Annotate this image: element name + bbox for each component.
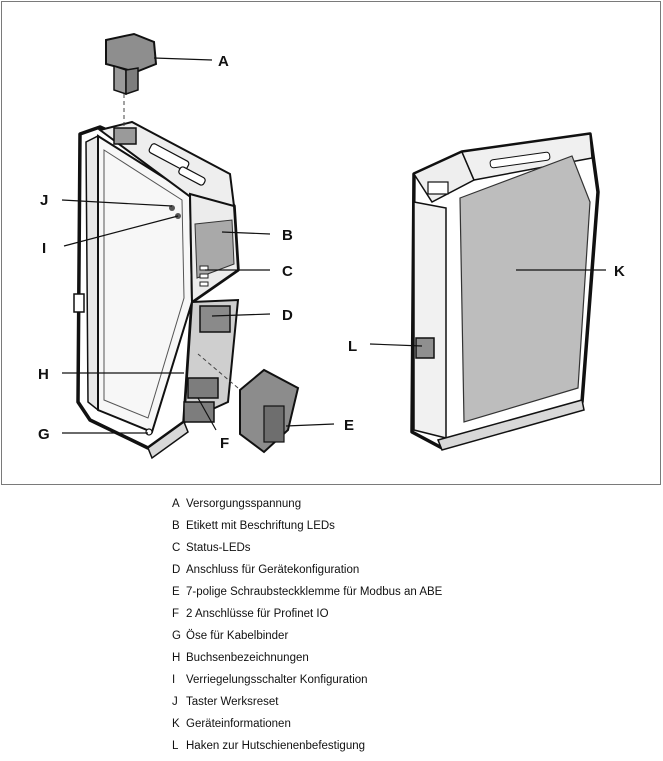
legend-item: A Versorgungsspannung — [172, 498, 301, 518]
legend-item: J Taster Werksreset — [172, 696, 278, 716]
legend-item: I Verriegelungsschalter Konfiguration — [172, 674, 368, 694]
callout-J: J — [40, 192, 48, 209]
callout-F: F — [220, 435, 229, 452]
callout-C: C — [282, 263, 293, 280]
legend-key: J — [172, 696, 178, 708]
legend-text: Verriegelungsschalter Konfiguration — [186, 674, 368, 686]
legend-text: Etikett mit Beschriftung LEDs — [186, 520, 335, 532]
legend-item: K Geräteinformationen — [172, 718, 291, 738]
legend-text: 2 Anschlüsse für Profinet IO — [186, 608, 329, 620]
legend-key: H — [172, 652, 181, 664]
callout-E: E — [344, 417, 354, 434]
legend-text: Versorgungsspannung — [186, 498, 302, 510]
legend-key: K — [172, 718, 180, 730]
legend-item: F 2 Anschlüsse für Profinet IO — [172, 608, 329, 628]
legend-key: A — [172, 498, 180, 510]
callout-B: B — [282, 227, 293, 244]
callout-I: I — [42, 240, 46, 257]
modbus-connector — [197, 353, 300, 454]
legend-text: Haken zur Hutschienenbefestigung — [186, 740, 366, 752]
callout-A: A — [218, 53, 229, 70]
front-device — [73, 120, 240, 460]
legend-item: G Öse für Kabelbinder — [172, 630, 288, 650]
device-drawing: A B C D E F G H I J K L — [38, 32, 625, 460]
legend-key: G — [172, 630, 181, 642]
legend-text: Öse für Kabelbinder — [186, 630, 289, 642]
legend-text: 7-polige Schraubsteckklemme für Modbus a… — [186, 586, 443, 598]
legend-key: B — [172, 520, 180, 532]
legend-text: Status-LEDs — [186, 542, 251, 554]
device-figure: A B C D E F G H I J K L — [1, 1, 661, 485]
legend-item: L Haken zur Hutschienenbefestigung — [172, 740, 365, 760]
legend-key: E — [172, 586, 180, 598]
legend-key: C — [172, 542, 181, 554]
callout-L: L — [348, 338, 357, 355]
legend-item: H Buchsenbezeichnungen — [172, 652, 309, 672]
legend-text: Taster Werksreset — [186, 696, 279, 708]
legend-text: Buchsenbezeichnungen — [186, 652, 309, 664]
legend-item: D Anschluss für Gerätekonfiguration — [172, 564, 359, 584]
supply-connector — [105, 32, 158, 126]
legend-key: I — [172, 674, 176, 686]
legend-text: Anschluss für Gerätekonfiguration — [186, 564, 360, 576]
legend-item: E 7-polige Schraubsteckklemme für Modbus … — [172, 586, 442, 606]
legend-text: Geräteinformationen — [186, 718, 291, 730]
legend-item: C Status-LEDs — [172, 542, 251, 562]
legend-key: F — [172, 608, 180, 620]
callout-H: H — [38, 366, 49, 383]
legend-key: L — [172, 740, 179, 752]
callout-G: G — [38, 426, 50, 443]
legend-key: D — [172, 564, 181, 576]
legend-item: B Etikett mit Beschriftung LEDs — [172, 520, 335, 540]
leader-lines — [61, 57, 606, 434]
callout-K: K — [614, 263, 625, 280]
back-device — [410, 132, 600, 451]
callout-D: D — [282, 307, 293, 324]
